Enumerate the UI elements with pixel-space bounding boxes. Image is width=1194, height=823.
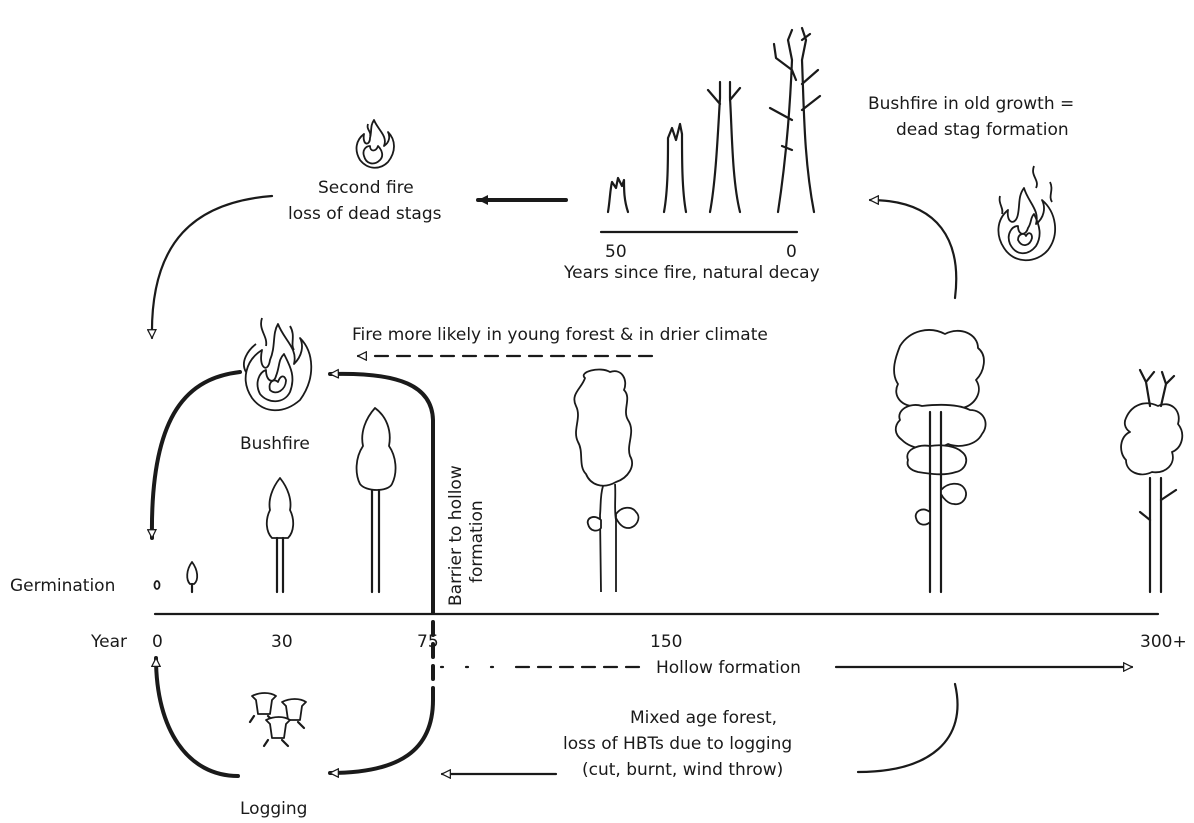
arrow-oldgrowth-curve-bottom [856, 682, 959, 774]
mixed-age-label-line3: (cut, burnt, wind throw) [582, 760, 783, 780]
young-tree-icon [265, 477, 295, 594]
decay-caption: Years since fire, natural decay [563, 263, 820, 283]
second-fire-label-line2: loss of dead stags [288, 204, 442, 224]
bushfire-label: Bushfire [240, 434, 310, 454]
arrow-barrier-to-bushfire [328, 374, 435, 602]
senescent-tree-icon [1120, 368, 1184, 594]
oldgrowth-fire-label-line1: Bushfire in old growth = [868, 94, 1074, 114]
mixed-age-label-line1: Mixed age forest, [630, 708, 777, 728]
mature-tree-150-icon [573, 368, 640, 593]
decay-end-label: 0 [786, 242, 797, 262]
tick-label-0: 0 [152, 632, 163, 652]
tick-label-75: 75 [417, 632, 439, 652]
second-fire-flame-icon [355, 119, 395, 169]
seed-icon [153, 580, 161, 590]
tick-label-30: 30 [271, 632, 293, 652]
barrier-label-line1: Barrier to hollow [446, 465, 466, 606]
arrow-logging-to-start [156, 656, 240, 778]
dead-stag-decay-icon [606, 26, 822, 214]
oldgrowth-fire-label-line2: dead stag formation [896, 120, 1069, 140]
oldgrowth-fire-flame-icon [997, 165, 1056, 262]
germination-label: Germination [10, 576, 115, 596]
logging-stumps-icon [248, 692, 307, 748]
year-label: Year [90, 632, 127, 652]
arrow-barrier-to-logging [328, 698, 435, 773]
barrier-label-line2: formation [467, 500, 487, 583]
arrow-oldgrowth-to-stags [868, 200, 958, 300]
old-growth-tree-icon [893, 329, 987, 594]
tick-label-300: 300+ [1140, 632, 1187, 652]
sapling-tree-icon [355, 407, 397, 594]
seedling-icon [186, 561, 199, 594]
logging-label: Logging [240, 799, 307, 819]
arrow-second-fire-to-start [152, 194, 274, 340]
bushfire-flame-icon [243, 317, 313, 412]
fire-likely-label: Fire more likely in young forest & in dr… [352, 325, 768, 345]
second-fire-label-line1: Second fire [318, 178, 414, 198]
hollow-formation-label: Hollow formation [656, 658, 801, 678]
arrow-bushfire-to-start [152, 370, 242, 540]
tick-label-150: 150 [650, 632, 682, 652]
decay-start-label: 50 [605, 242, 627, 262]
mixed-age-label-line2: loss of HBTs due to logging [563, 734, 792, 754]
